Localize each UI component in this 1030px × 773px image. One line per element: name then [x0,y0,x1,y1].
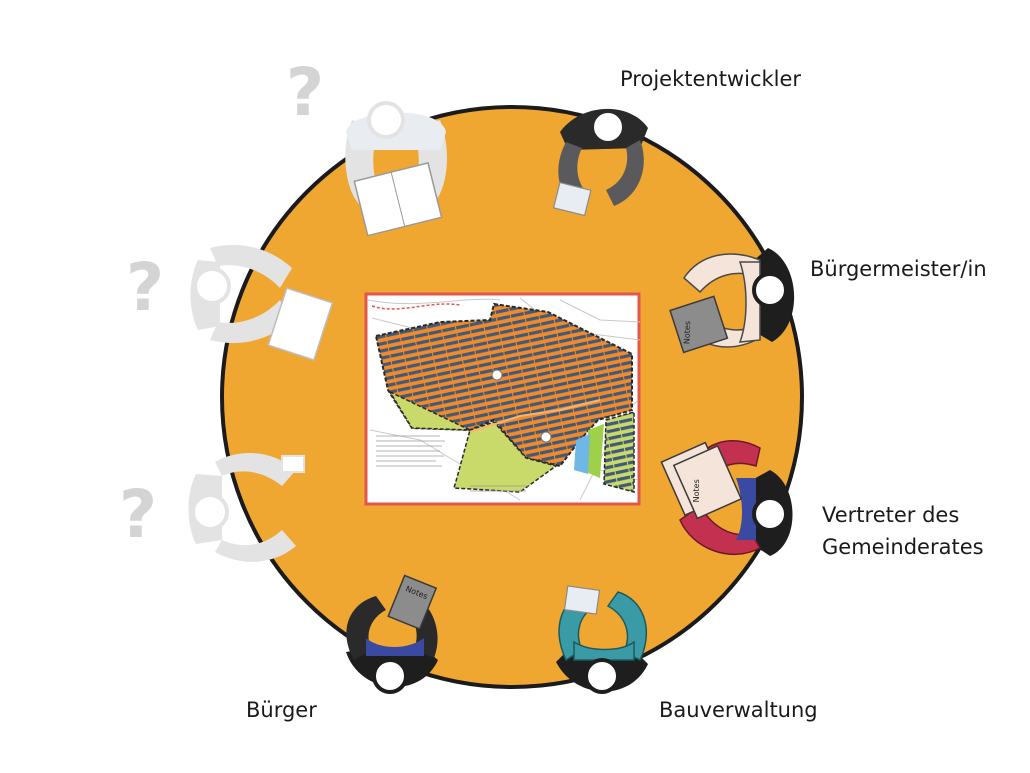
person-projektentwickler [552,108,648,217]
water-strip [574,434,590,474]
site-plan-map [364,292,641,506]
person-gemeinderat: Notes [660,440,793,556]
unknown-participant-left-lower [188,452,305,562]
label-bauverwaltung: Bauverwaltung [659,698,818,722]
green-area-left [388,390,558,493]
label-buerger: Bürger [246,698,317,722]
label-gemeinderat-line2: Gemeinderates [822,535,984,559]
notes-label: Notes [682,321,692,344]
question-mark-icon: ? [286,54,324,131]
unknown-participant-left-upper [190,244,334,361]
label-buergermeister: Bürgermeister/in [810,257,987,281]
question-mark-icon: ? [126,249,164,326]
solar-field-right [603,411,635,493]
person-buerger: Notes [346,574,438,694]
person-buergermeister: Notes [669,248,795,354]
green-area-strip [586,424,604,478]
notes-label: Notes [692,479,701,502]
question-mark-icon: ? [119,476,157,553]
person-bauverwaltung [556,585,648,694]
label-gemeinderat-line1: Vertreter des [822,503,960,527]
label-projektentwickler: Projektentwickler [620,67,802,91]
unknown-participant-top [345,101,447,237]
